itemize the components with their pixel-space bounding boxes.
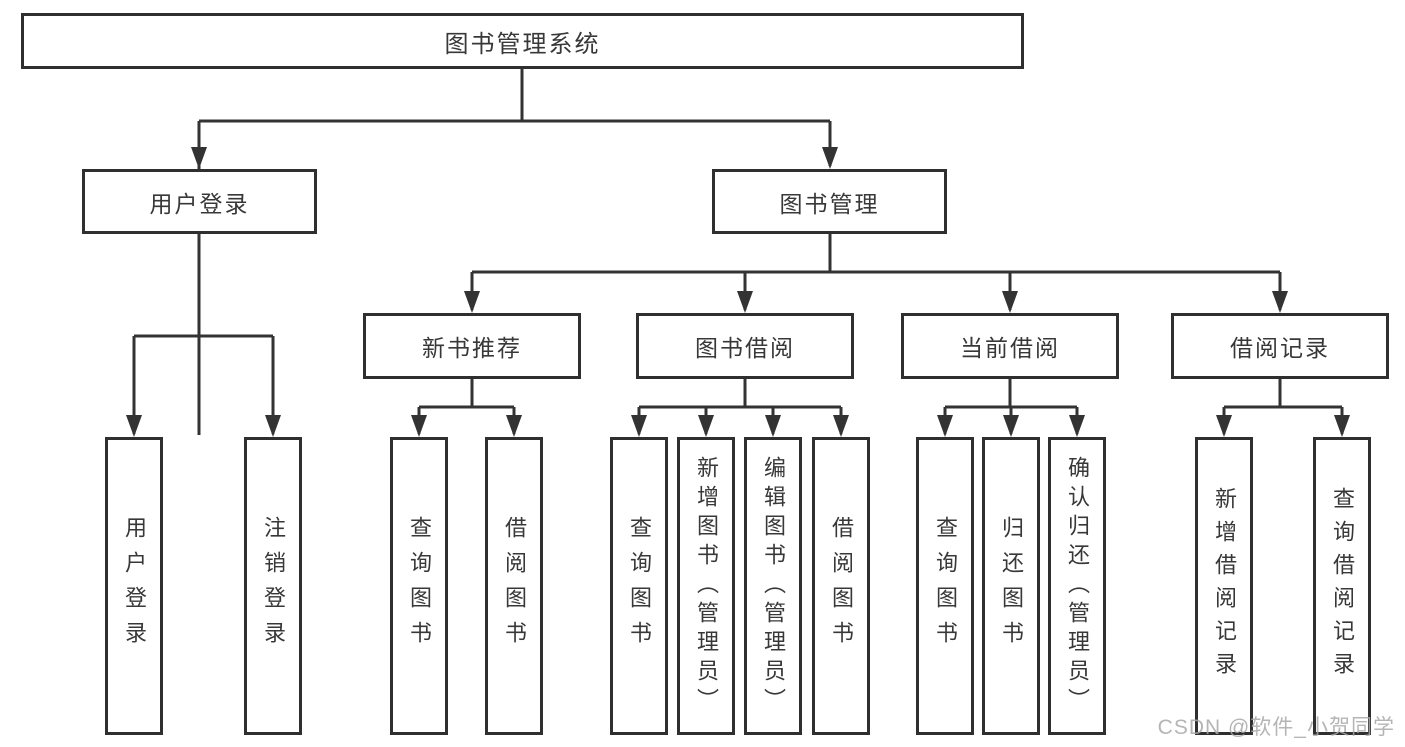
node-leaf-br-add-record: 新增借阅记录 <box>1195 437 1253 735</box>
node-leaf-br-query-record-label: 查询借阅记录 <box>1330 487 1355 685</box>
node-leaf-br-query-record: 查询借阅记录 <box>1313 437 1371 735</box>
node-leaf-nb-query-book: 查询图书 <box>390 437 448 735</box>
connector-user-login-children <box>126 234 281 437</box>
connector-book-borrow-children <box>631 379 849 437</box>
node-leaf-nb-borrow-book: 借阅图书 <box>485 437 543 735</box>
node-leaf-nb-borrow-book-label: 借阅图书 <box>502 516 527 656</box>
node-leaf-cb-confirm-return-admin: 确认归还（管理员） <box>1048 437 1106 735</box>
node-book-borrow: 图书借阅 <box>636 313 854 379</box>
node-leaf-user-login: 用户登录 <box>105 437 163 735</box>
node-leaf-bb-borrow-book-label: 借阅图书 <box>829 516 854 656</box>
node-leaf-bb-add-book-admin: 新增图书（管理员） <box>677 437 735 735</box>
node-library-management-system: 图书管理系统 <box>21 13 1024 69</box>
node-new-book-recommend: 新书推荐 <box>363 313 581 379</box>
node-leaf-cb-confirm-return-admin-label: 确认归还（管理员） <box>1065 455 1090 717</box>
node-leaf-nb-query-book-label: 查询图书 <box>407 516 432 656</box>
node-leaf-cb-query-book-label: 查询图书 <box>933 516 958 656</box>
connector-root-to-level2 <box>191 69 838 435</box>
connector-borrow-record-children <box>1216 379 1350 437</box>
node-leaf-bb-query-book: 查询图书 <box>610 437 668 735</box>
node-leaf-bb-add-book-admin-label: 新增图书（管理员） <box>694 455 719 717</box>
node-leaf-cb-query-book: 查询图书 <box>916 437 974 735</box>
node-leaf-user-login-label: 用户登录 <box>122 516 147 656</box>
node-leaf-bb-borrow-book: 借阅图书 <box>812 437 870 735</box>
node-user-login: 用户登录 <box>82 169 317 234</box>
node-leaf-bb-query-book-label: 查询图书 <box>627 516 652 656</box>
node-leaf-bb-edit-book-admin: 编辑图书（管理员） <box>744 437 802 735</box>
node-book-management: 图书管理 <box>712 169 947 234</box>
node-leaf-cb-return-book: 归还图书 <box>982 437 1040 735</box>
node-leaf-br-add-record-label: 新增借阅记录 <box>1212 487 1237 685</box>
node-leaf-logout: 注销登录 <box>244 437 302 735</box>
node-leaf-bb-edit-book-admin-label: 编辑图书（管理员） <box>761 455 786 717</box>
connector-book-management-sections <box>464 234 1288 313</box>
watermark-text: CSDN @软件_小贺同学 <box>1157 716 1395 739</box>
connector-current-borrow-children <box>937 379 1085 437</box>
node-borrow-record: 借阅记录 <box>1171 313 1389 379</box>
node-current-borrow: 当前借阅 <box>901 313 1119 379</box>
node-leaf-logout-label: 注销登录 <box>261 516 286 656</box>
node-leaf-cb-return-book-label: 归还图书 <box>999 516 1024 656</box>
connector-new-book-children <box>411 379 522 437</box>
